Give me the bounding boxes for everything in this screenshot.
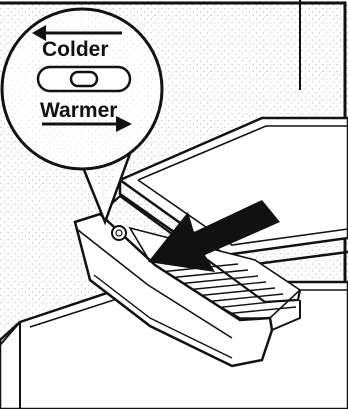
warmer-label: Warmer [40,99,117,122]
colder-label: Colder [42,38,109,61]
slider-control-icon[interactable] [38,67,130,91]
temperature-control-callout: Colder Warmer [2,9,162,169]
control-knob [112,226,126,240]
